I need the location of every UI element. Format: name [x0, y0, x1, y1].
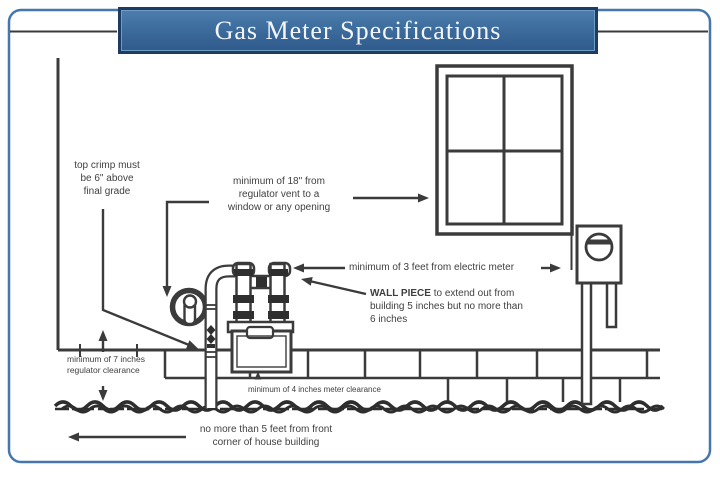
gas-meter: [226, 261, 295, 374]
leader-regulator-vent: [162, 193, 429, 297]
annotation-electric-meter: minimum of 3 feet from electric meter: [349, 262, 515, 273]
grass-grade-line: [53, 400, 665, 414]
electric-meter-pole: [580, 281, 593, 406]
regulator-clearance-arrows: [98, 330, 108, 401]
window: [435, 64, 574, 236]
meter-clearance-arrow: [254, 371, 262, 380]
regulator-vent: [182, 294, 198, 326]
top-crimp: [206, 325, 216, 335]
leader-house-corner: [68, 432, 186, 442]
regulator-knob: [182, 294, 198, 309]
annotation-house-corner: no more than 5 feet from front corner of…: [199, 424, 333, 448]
annotation-regulator-clearance: minimum of 7 inches regulator clearance: [67, 354, 145, 376]
annotation-wall-piece: WALL PIECE to extend out from building 5…: [370, 288, 523, 325]
electric-meter-dial: [584, 232, 614, 262]
annotation-top-crimp: top crimp must be 6" above final grade: [74, 160, 140, 197]
leader-wall-piece: [300, 274, 367, 296]
annotation-meter-clearance: minimum of 4 inches meter clearance: [248, 385, 381, 394]
top-crimp-lower: [206, 334, 216, 344]
annotation-regulator-vent: minimum of 18" from regulator vent to a …: [227, 176, 331, 213]
leader-electric-meter: [293, 263, 561, 273]
electric-meter: [575, 224, 623, 406]
meter-badge: [245, 325, 275, 340]
foundation-bricks: [58, 344, 660, 402]
gas-riser-pipe: [204, 264, 243, 408]
page-title: Gas Meter Specifications: [214, 15, 502, 45]
title-bar: Gas Meter Specifications: [118, 7, 598, 54]
electric-meter-conduit: [605, 281, 618, 329]
pipe-flanges: [233, 269, 289, 319]
leader-top-crimp: [101, 209, 200, 353]
